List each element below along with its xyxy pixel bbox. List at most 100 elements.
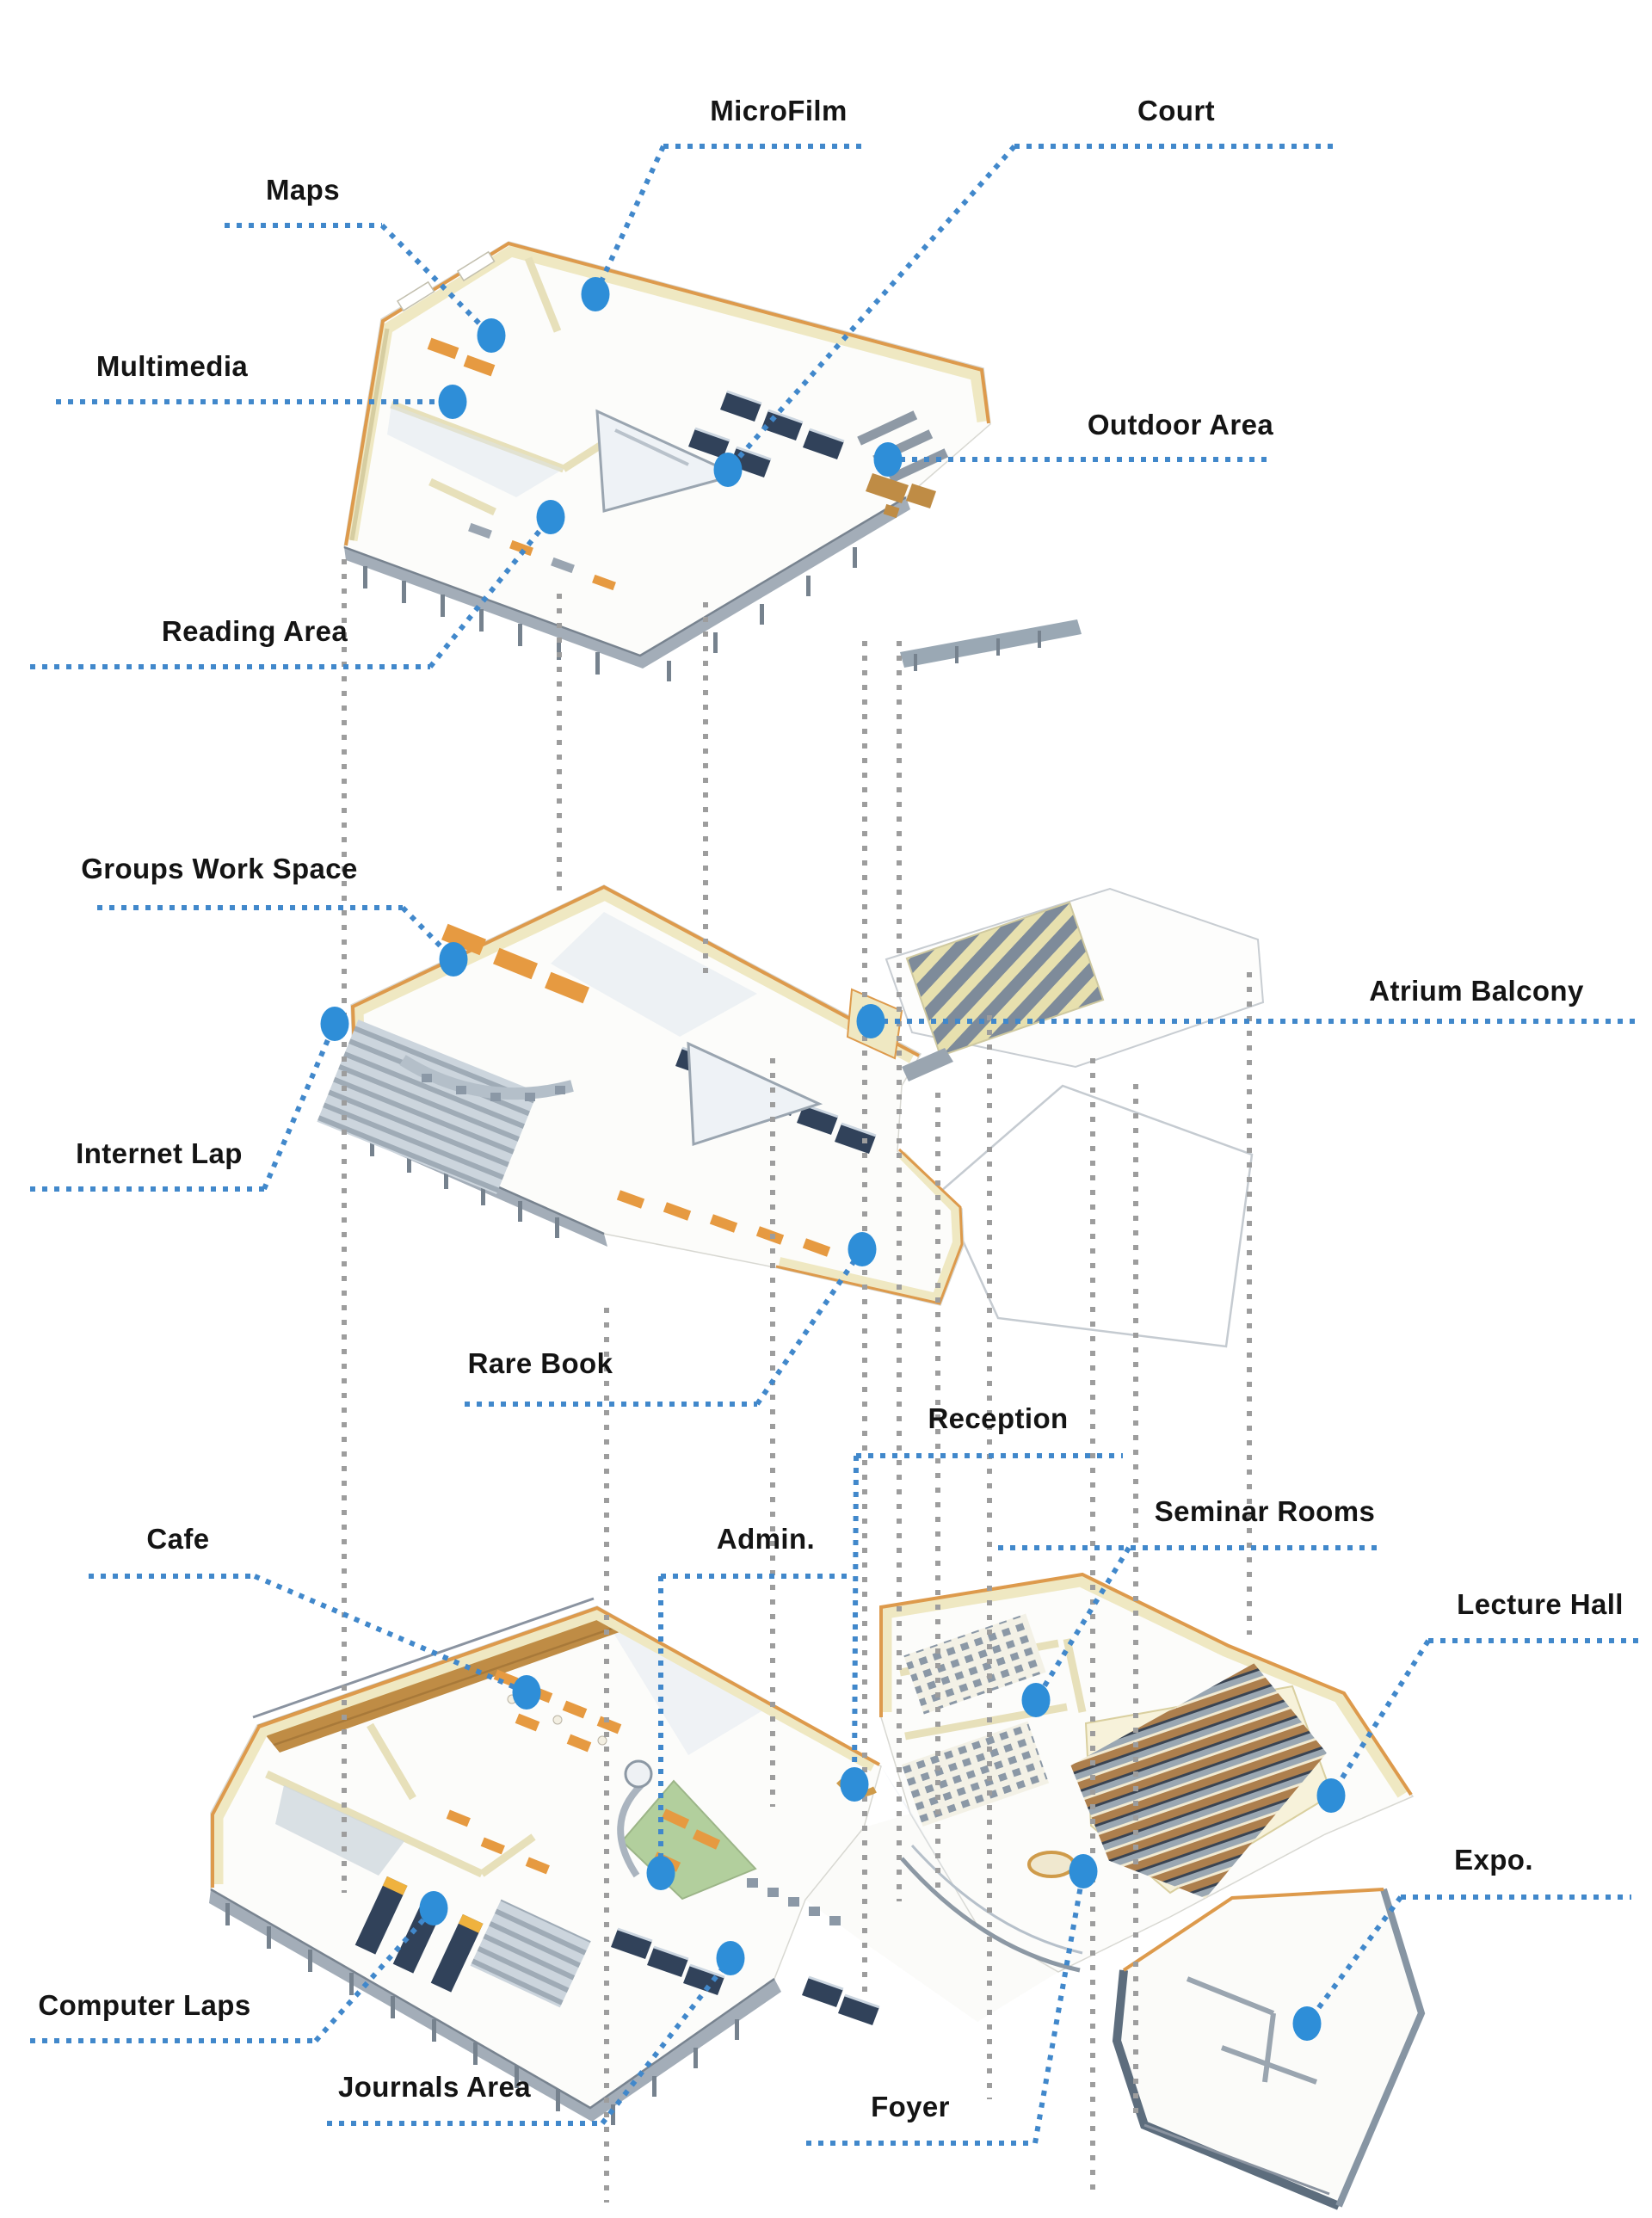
internet-lap-chairs [422,1074,565,1101]
floor-1-court [687,1041,823,1147]
floor-1-bridge [902,1048,953,1081]
marker-groups-work-space [439,942,468,977]
floor-0-walls [212,1607,877,1884]
lower-slab-outline [939,1084,1254,1348]
floor-0-deck-railing [210,1888,775,2110]
marker-reception [840,1767,869,1802]
spiral-stair [624,1759,653,1789]
foyer-floor [805,1814,1058,2022]
marker-computer-laps [419,1891,448,1925]
floor-2-outdoor-tables [866,473,936,519]
label-expo: Expo. [1454,1844,1533,1876]
expo-wall-left [1112,1969,1341,2210]
label-reception: Reception [928,1402,1068,1434]
label-journals-area: Journals Area [338,2071,531,2103]
right-block-wall-edge [879,1572,1413,1796]
marker-lecture-hall [1316,1778,1346,1813]
label-reading-area: Reading Area [162,615,348,647]
floor-0-plan [209,1572,1426,2210]
journals-shelves [611,1927,880,2025]
floor-1-shadow [551,912,757,1037]
floor-1-upper-walkway [900,619,1082,668]
marker-internet-lap [320,1007,349,1041]
marker-journals-area [716,1941,745,1975]
service-rooms [275,1785,404,1876]
label-outdoor-area: Outdoor Area [1088,409,1274,441]
cafe-terrace-railing [252,1597,595,1719]
marker-seminar-rooms [1021,1683,1051,1717]
floor-2-windows [396,250,496,312]
floor-1-plan [317,619,1265,1348]
label-internet-lap: Internet Lap [76,1137,243,1169]
foyer-desk [1027,1851,1076,1878]
label-groups-work-space: Groups Work Space [81,853,358,884]
foyer-railing-inner [910,1844,1083,1955]
seminar-room-chairs-lower [901,1721,1050,1827]
label-atrium-balcony: Atrium Balcony [1369,975,1584,1007]
floor-2-reading-tables [468,522,616,591]
leader-diagonal-seminar-rooms [1033,1546,1131,1702]
expo-wall-right [1335,1888,1426,2208]
leader-diagonal-microfilm [593,145,666,296]
marker-rare-book [848,1232,877,1266]
floor-0-deck-posts [225,1903,739,2125]
expo-wall-edge [1122,1888,1384,1972]
rare-book-room-edge [775,1148,964,1305]
floor-2-deck-railing [343,496,907,657]
expo-partitions [1186,1976,1318,2085]
leader-diagonal-expo [1304,1895,1403,2025]
label-microfilm: MicroFilm [710,95,847,126]
floor-1-stairs [317,1020,538,1195]
label-lecture-hall: Lecture Hall [1457,1588,1624,1620]
seminar-room-chairs-upper [903,1613,1046,1715]
leader-lines [30,144,1645,2146]
floor-2-wall-shade [349,328,390,541]
internet-lap-bench [399,1055,574,1100]
amphitheater-steps [470,1899,591,2008]
marker-court [713,453,743,487]
floor-2-plan [343,241,991,681]
leader-diagonal-foyer [1032,1870,1086,2144]
marker-atrium-balcony [856,1004,885,1038]
floor-0-tables [446,1809,550,1875]
atrium-desk-ring [617,1783,644,1878]
floor-2-tables [427,337,496,377]
label-court: Court [1137,95,1215,126]
marker-reading-area [536,500,565,534]
marker-foyer [1069,1854,1098,1888]
leader-diagonal-maps [379,223,494,338]
leader-diagonal-cafe [253,1574,528,1695]
label-multimedia: Multimedia [96,350,249,382]
leader-diagonal-reading-area [428,515,553,668]
label-computer-laps: Computer Laps [38,1989,250,2021]
marker-maps [477,318,506,353]
marker-expo [1292,2006,1322,2041]
floor-0-left-slab [210,1605,882,2109]
label-rare-book: Rare Book [468,1347,613,1379]
floor-2-wall-edge [344,241,990,546]
floor-1-group-tables [441,923,589,1004]
floor-1-deck-posts [370,1136,559,1238]
label-foyer: Foyer [871,2091,950,2123]
floor-2-partitions [390,256,607,516]
marker-admin [646,1856,675,1890]
marker-outdoor-area [873,442,903,477]
marker-microfilm [581,277,610,311]
marker-multimedia [438,385,467,419]
leader-diagonal-internet-lap [262,1022,337,1191]
atrium-desk-chairs [747,1878,841,1925]
right-block-walls [880,1575,1408,1798]
expo-railing [1143,2123,1330,2196]
label-maps: Maps [266,174,340,206]
floor-2-shadow [387,404,564,497]
atrium-skylight [905,901,1105,1057]
foyer-railing [900,1857,1081,1973]
rare-book-room-walls [778,1151,962,1303]
floor-2-shelves [688,390,845,477]
vertical-guide-lines [342,559,1252,2203]
floor-1-walkway-posts [914,631,1041,671]
floor-0-partitions [265,1722,536,1878]
label-admin: Admin. [717,1523,815,1555]
